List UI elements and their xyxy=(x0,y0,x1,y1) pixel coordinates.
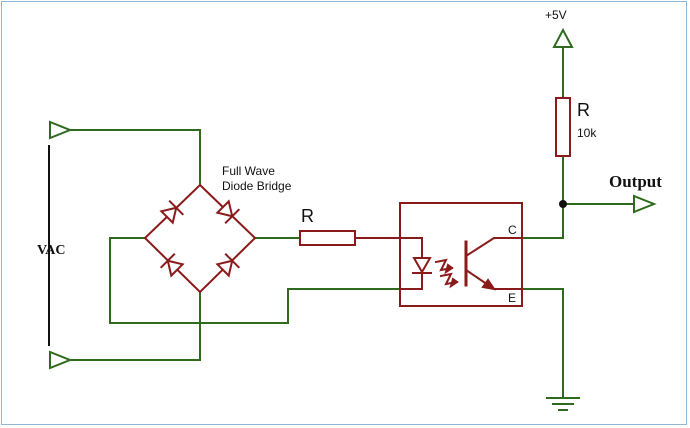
emitter-arrow xyxy=(481,278,497,291)
wires xyxy=(69,46,635,399)
emitter-label: E xyxy=(508,291,517,305)
diode-d2-icon xyxy=(215,199,241,225)
wire-vac-top xyxy=(69,129,201,186)
pullup-value-label: 10k xyxy=(577,126,597,140)
terminals xyxy=(49,27,657,411)
supply-arrow-icon xyxy=(552,27,574,48)
led-anode-lead xyxy=(399,237,423,259)
output-junction-dot xyxy=(559,200,567,208)
vac-label: VAC xyxy=(37,243,66,258)
series-resistor-label: R xyxy=(301,206,314,226)
light-emission-icon xyxy=(434,258,459,289)
diode-bridge xyxy=(143,183,257,294)
wire-emitter-to-ground xyxy=(521,288,564,399)
diode-d4-icon xyxy=(215,252,241,278)
collector-lead xyxy=(464,237,523,258)
led-cathode-lead xyxy=(399,273,423,290)
diode-d3-icon xyxy=(159,252,185,278)
supply-label: +5V xyxy=(545,8,567,22)
wire-bridge-negative xyxy=(109,237,401,324)
series-resistor xyxy=(299,230,401,246)
components xyxy=(143,97,571,307)
bridge-diamond xyxy=(143,183,257,294)
wire-pullup-to-collector xyxy=(521,155,564,239)
output-arrow-icon xyxy=(633,194,657,214)
ground-icon xyxy=(546,397,580,411)
optocoupler xyxy=(399,202,523,307)
pullup-name-label: R xyxy=(577,100,590,120)
pullup-resistor-body xyxy=(555,97,571,157)
led-icon xyxy=(412,257,432,275)
bridge-label-line1: Full Wave xyxy=(222,164,275,178)
vac-terminal-top-icon xyxy=(49,120,73,140)
optocoupler-package xyxy=(399,202,523,307)
emitter-lead xyxy=(464,268,523,290)
diode-d1-icon xyxy=(159,199,185,225)
wire-vac-bottom xyxy=(69,291,201,361)
series-resistor-body xyxy=(299,230,356,246)
bridge-label-line2: Diode Bridge xyxy=(222,179,292,193)
phototransistor-icon xyxy=(464,237,523,291)
collector-label: C xyxy=(508,223,517,237)
vac-terminal-bottom-icon xyxy=(49,350,73,370)
output-label: Output xyxy=(609,172,662,191)
